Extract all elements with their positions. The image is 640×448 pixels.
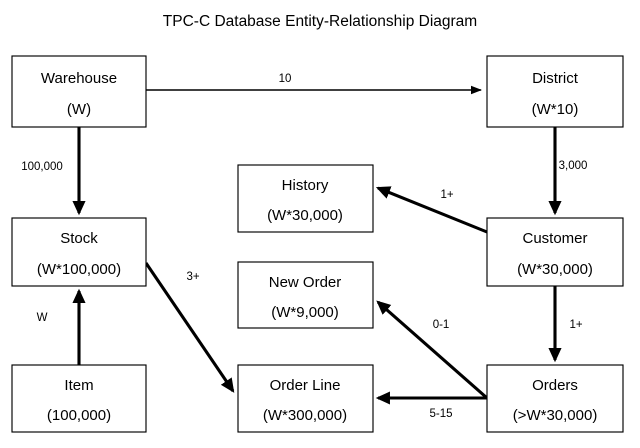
entity-warehouse[interactable]: Warehouse (W) — [11, 55, 147, 128]
entity-name-warehouse: Warehouse — [41, 70, 117, 87]
relationship-label-warehouse-district: 10 — [279, 73, 292, 85]
relationship-label-district-customer: 3,000 — [559, 160, 588, 172]
entity-box-customer[interactable] — [486, 217, 624, 287]
relationship-stock-orderline: 3+ — [144, 262, 235, 393]
entity-item[interactable]: Item (100,000) — [11, 364, 147, 433]
relationship-layer: 10 100,000 3,000 1+ 1+ — [21, 73, 587, 420]
relationship-label-stock-orderline: 3+ — [186, 271, 199, 283]
relationship-orders-orderline: 5-15 — [375, 391, 487, 420]
entity-name-customer: Customer — [522, 230, 587, 247]
relationship-label-orders-orderline: 5-15 — [429, 408, 452, 420]
relationship-orders-neworder: 0-1 — [376, 300, 489, 400]
relationship-warehouse-stock: 100,000 — [21, 127, 86, 216]
entity-cardinality-orderline: (W*300,000) — [263, 407, 347, 424]
entity-district[interactable]: District (W*10) — [486, 55, 624, 128]
entity-box-district[interactable] — [486, 55, 624, 128]
entity-cardinality-stock: (W*100,000) — [37, 261, 121, 278]
entity-neworder[interactable]: New Order (W*9,000) — [237, 261, 374, 329]
entity-layer: Warehouse (W) District (W*10) History (W… — [11, 55, 624, 433]
entity-name-history: History — [282, 177, 329, 194]
relationship-district-customer: 3,000 — [548, 127, 588, 216]
entity-orderline[interactable]: Order Line (W*300,000) — [237, 364, 374, 433]
relationship-label-customer-history: 1+ — [440, 189, 453, 201]
entity-box-neworder[interactable] — [237, 261, 374, 329]
entity-box-stock[interactable] — [11, 217, 147, 287]
entity-box-item[interactable] — [11, 364, 147, 433]
relationship-label-orders-neworder: 0-1 — [433, 319, 450, 331]
entity-name-district: District — [532, 70, 579, 87]
entity-box-history[interactable] — [237, 164, 374, 233]
page-title: TPC-C Database Entity-Relationship Diagr… — [163, 13, 477, 30]
arrow-orders-neworder — [376, 300, 489, 400]
relationship-label-warehouse-stock: 100,000 — [21, 161, 63, 173]
entity-name-neworder: New Order — [269, 274, 342, 291]
relationship-item-stock: W — [37, 288, 86, 365]
entity-cardinality-warehouse: (W) — [67, 101, 91, 118]
entity-history[interactable]: History (W*30,000) — [237, 164, 374, 233]
relationship-customer-history: 1+ — [375, 186, 488, 234]
entity-box-orderline[interactable] — [237, 364, 374, 433]
entity-cardinality-history: (W*30,000) — [267, 207, 343, 224]
entity-stock[interactable]: Stock (W*100,000) — [11, 217, 147, 287]
entity-cardinality-neworder: (W*9,000) — [271, 304, 339, 321]
entity-name-orders: Orders — [532, 377, 578, 394]
entity-name-stock: Stock — [60, 230, 98, 247]
relationship-label-customer-orders: 1+ — [569, 319, 582, 331]
relationship-warehouse-district: 10 — [146, 73, 483, 95]
entity-name-item: Item — [64, 377, 93, 394]
entity-orders[interactable]: Orders (>W*30,000) — [486, 364, 624, 433]
arrow-customer-history — [375, 186, 488, 234]
entity-customer[interactable]: Customer (W*30,000) — [486, 217, 624, 287]
entity-box-orders[interactable] — [486, 364, 624, 433]
relationship-label-item-stock: W — [37, 312, 48, 324]
entity-cardinality-item: (100,000) — [47, 407, 111, 424]
entity-cardinality-customer: (W*30,000) — [517, 261, 593, 278]
entity-cardinality-orders: (>W*30,000) — [513, 407, 598, 424]
entity-box-warehouse[interactable] — [11, 55, 147, 128]
entity-name-orderline: Order Line — [270, 377, 341, 394]
relationship-customer-orders: 1+ — [548, 286, 583, 363]
entity-cardinality-district: (W*10) — [532, 101, 579, 118]
arrow-stock-orderline — [144, 262, 235, 393]
